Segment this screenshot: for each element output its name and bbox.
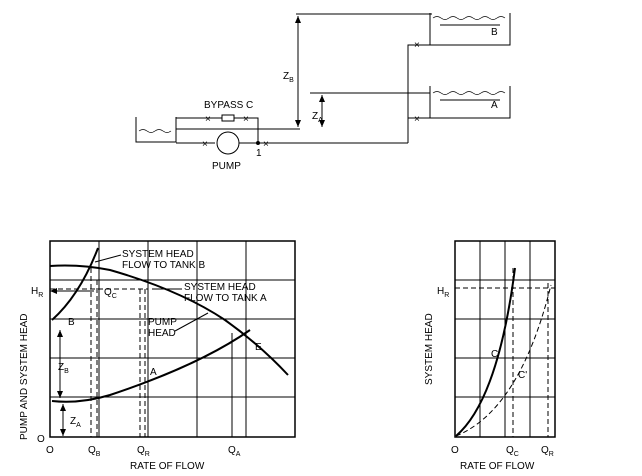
- right-x-axis-label: RATE OF FLOW: [460, 461, 535, 472]
- curve-c-prime: [456, 285, 551, 436]
- left-za-label: ZA: [70, 416, 81, 429]
- tank-a-x-mark: ×: [414, 114, 420, 125]
- suction-tank-water: [139, 130, 171, 133]
- ann-system-b-line2: FLOW TO TANK B: [122, 260, 205, 271]
- tank-b: [430, 13, 510, 45]
- ann-pump-line2: HEAD: [148, 328, 176, 339]
- point-1-label: 1: [256, 148, 262, 159]
- left-hr-label: HR: [31, 286, 43, 299]
- piping-schematic: BYPASS C × × × PUMP 1 × × × B A ZB: [136, 13, 510, 172]
- junction-point: [256, 141, 260, 145]
- system-head-chart: C C' HR SYSTEM HEAD RATE OF FLOW O QC QR: [424, 241, 555, 472]
- right-x-tick-qc: QC: [506, 445, 519, 458]
- left-y-axis-label: PUMP AND SYSTEM HEAD: [19, 313, 30, 440]
- right-x-tick-qr: QR: [541, 445, 554, 458]
- curve-c-prime-label: C': [518, 370, 527, 381]
- riser-pipe: [408, 45, 430, 143]
- ann-system-a-line2: FLOW TO TANK A: [184, 293, 267, 304]
- suction-x-mark: ×: [202, 139, 208, 150]
- tank-a-water: [433, 92, 505, 95]
- zb-label: ZB: [283, 71, 294, 84]
- curve-c-label: C: [491, 349, 498, 360]
- system-curve-a: [52, 330, 250, 402]
- za-label: ZA: [312, 111, 323, 124]
- pump-label: PUMP: [212, 161, 241, 172]
- right-y-axis-label: SYSTEM HEAD: [424, 313, 435, 385]
- left-x-tick-o: O: [46, 445, 54, 456]
- curve-a-label: A: [150, 367, 157, 378]
- left-x-tick-qb: QB: [88, 445, 101, 458]
- head-capacity-chart: QC HR SYSTEM HEAD FLOW TO TANK B SYSTEM …: [19, 241, 295, 472]
- ann-system-b-line1: SYSTEM HEAD: [122, 249, 194, 260]
- curve-b-label: B: [68, 317, 75, 328]
- tank-a-label: A: [491, 100, 498, 111]
- tank-a: [430, 86, 510, 118]
- tank-b-x-mark: ×: [414, 40, 420, 51]
- ann-pump-line1: PUMP: [148, 317, 177, 328]
- discharge-x-mark: ×: [263, 139, 269, 150]
- left-x-tick-qa: QA: [228, 445, 241, 458]
- left-x-axis-label: RATE OF FLOW: [130, 461, 205, 472]
- left-x-tick-qr: QR: [137, 445, 150, 458]
- pump-symbol: [217, 132, 239, 154]
- bypass-x-mark-2: ×: [243, 114, 249, 125]
- ann-pump-leader: [175, 313, 208, 331]
- bypass-valve: [222, 115, 234, 121]
- curve-c: [456, 268, 515, 436]
- curve-e-label: E: [255, 342, 262, 353]
- right-chart-grid: [455, 241, 555, 437]
- ann-system-a-line1: SYSTEM HEAD: [184, 282, 256, 293]
- left-origin-label: O: [37, 434, 45, 445]
- tank-b-label: B: [491, 27, 498, 38]
- bypass-x-mark-1: ×: [205, 114, 211, 125]
- right-hr-label: HR: [437, 286, 449, 299]
- right-origin-label: O: [451, 445, 459, 456]
- bypass-label: BYPASS C: [204, 100, 253, 111]
- tank-b-water: [433, 17, 505, 20]
